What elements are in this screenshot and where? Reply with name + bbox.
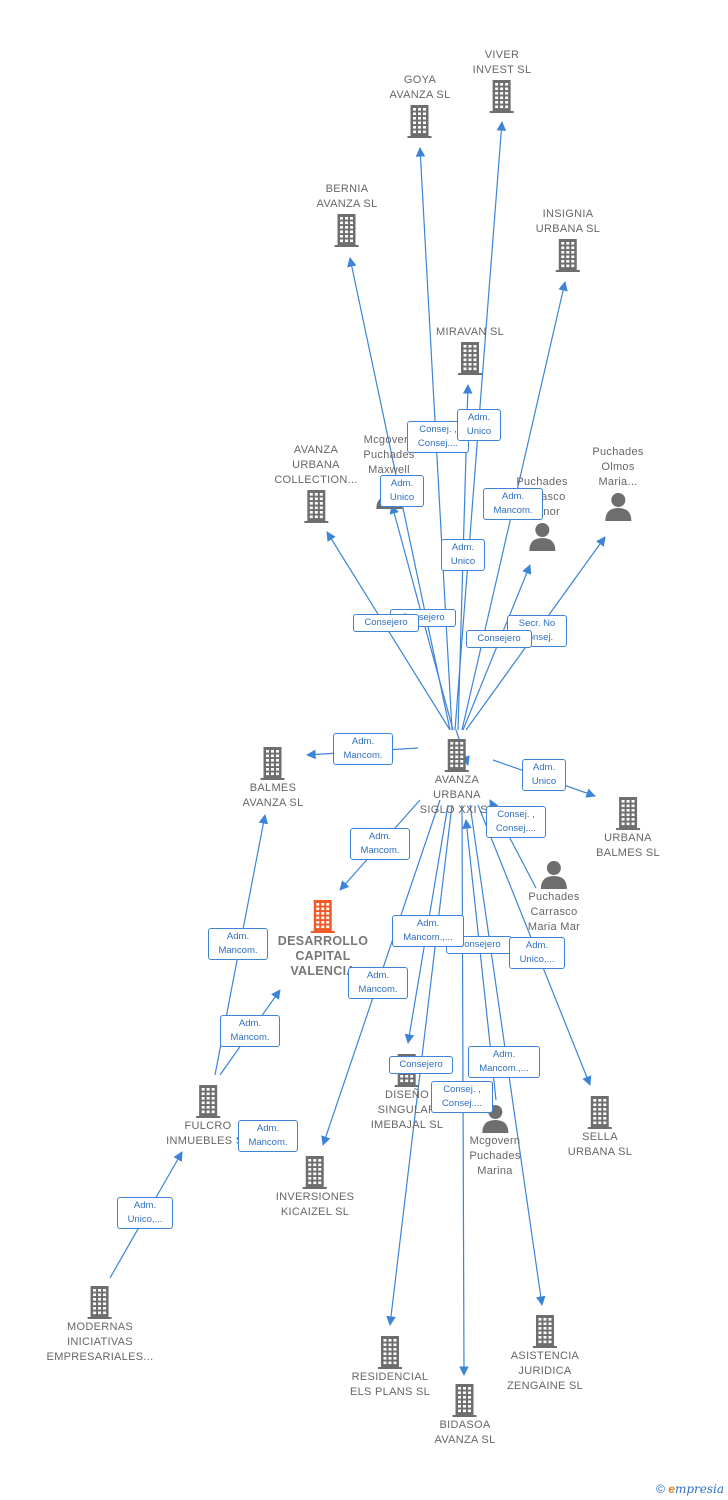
relation-label[interactable]: Adm. Unico,...: [509, 937, 565, 969]
relation-label[interactable]: Adm. Mancom.: [208, 928, 268, 960]
node-label: MIRAVAN SL: [436, 326, 504, 338]
building-icon: [311, 900, 335, 933]
person-icon: [541, 861, 567, 889]
node-label: BERNIA AVANZA SL: [316, 183, 378, 210]
relation-label[interactable]: Adm. Unico: [522, 759, 566, 791]
building-icon: [304, 490, 328, 523]
building-icon: [196, 1085, 220, 1118]
node-insignia-urbana[interactable]: INSIGNIA URBANA SL: [536, 207, 600, 273]
building-icon: [587, 1096, 612, 1129]
node-label: INVERSIONES KICAIZEL SL: [275, 1191, 355, 1218]
node-label: Mcgovern Puchades Maxwell: [363, 434, 415, 476]
node-label: RESIDENCIAL ELS PLANS SL: [349, 1371, 431, 1398]
node-inversiones-kicaizel[interactable]: INVERSIONES KICAIZEL SL: [276, 1154, 355, 1220]
empresia-watermark: © empresia: [656, 1482, 724, 1496]
relation-label[interactable]: Adm. Mancom.,...: [468, 1046, 540, 1078]
relation-label[interactable]: Consej. , Consej....: [486, 806, 546, 838]
relation-label[interactable]: Adm. Unico: [441, 539, 485, 571]
node-label: BALMES AVANZA SL: [242, 782, 304, 809]
node-fulcro-inmuebles[interactable]: FULCRO INMUEBLES SL: [166, 1083, 250, 1149]
building-icon: [555, 239, 580, 272]
relation-label[interactable]: Adm. Mancom.: [350, 828, 410, 860]
building-icon: [616, 797, 640, 830]
node-viver-invest[interactable]: VIVER INVEST SL: [473, 48, 532, 114]
building-icon: [87, 1286, 112, 1319]
node-bernia-avanza[interactable]: BERNIA AVANZA SL: [317, 182, 378, 248]
relation-label[interactable]: Adm. Mancom.: [483, 488, 543, 520]
relation-label[interactable]: Adm. Mancom.: [348, 967, 408, 999]
relation-label[interactable]: Adm. Mancom.: [238, 1120, 298, 1152]
person-icon: [528, 523, 555, 551]
node-label: FULCRO INMUEBLES SL: [166, 1120, 249, 1147]
building-icon: [452, 1384, 477, 1417]
building-icon: [532, 1315, 557, 1348]
node-label: ASISTENCIA JURIDICA ZENGAINE SL: [506, 1350, 584, 1392]
brand-e: e: [668, 1482, 675, 1496]
node-puchades-carrasco-maria-mar[interactable]: Puchades Carrasco Maria Mar: [528, 858, 580, 935]
relation-label[interactable]: Adm. Mancom.: [333, 733, 393, 765]
node-avanza-urbana-collection[interactable]: AVANZA URBANA COLLECTION...: [274, 443, 357, 524]
node-label: Puchades Carrasco Maria Mar: [527, 891, 581, 933]
node-label: GOYA AVANZA SL: [389, 74, 451, 101]
node-residencial-els-plans[interactable]: RESIDENCIAL ELS PLANS SL: [350, 1334, 430, 1400]
node-mcgovern-puchades-marina[interactable]: Mcgovern Puchades Marina: [469, 1102, 520, 1179]
person-icon: [604, 493, 631, 521]
brand-name: mpresia: [674, 1482, 724, 1496]
relation-label[interactable]: Adm. Unico,...: [117, 1197, 173, 1229]
node-label: BIDASOA AVANZA SL: [434, 1419, 496, 1446]
node-bidasoa-avanza[interactable]: BIDASOA AVANZA SL: [435, 1382, 496, 1448]
relation-label[interactable]: Adm. Mancom.: [220, 1015, 280, 1047]
building-icon: [260, 747, 285, 780]
relation-label[interactable]: Consejero: [353, 614, 419, 632]
node-label: AVANZA URBANA COLLECTION...: [274, 444, 358, 486]
building-icon: [490, 80, 514, 113]
relation-label[interactable]: Consejero: [389, 1056, 453, 1074]
node-sella-urbana[interactable]: SELLA URBANA SL: [568, 1094, 632, 1160]
node-miravan[interactable]: MIRAVAN SL: [436, 325, 504, 376]
relation-label[interactable]: Adm. Mancom.,...: [392, 915, 464, 947]
relation-label[interactable]: Adm. Unico: [380, 475, 424, 507]
node-label: INSIGNIA URBANA SL: [535, 208, 601, 235]
node-label: MODERNAS INICIATIVAS EMPRESARIALES...: [46, 1321, 154, 1363]
building-icon: [303, 1156, 327, 1189]
node-urbana-balmes[interactable]: URBANA BALMES SL: [596, 795, 660, 861]
node-label: Mcgovern Puchades Marina: [469, 1135, 521, 1177]
copyright-symbol: ©: [656, 1482, 665, 1496]
building-icon: [445, 739, 469, 772]
relation-label[interactable]: Consejero: [466, 630, 532, 648]
relation-label[interactable]: Adm. Unico: [457, 409, 501, 441]
node-modernas-iniciativas[interactable]: MODERNAS INICIATIVAS EMPRESARIALES...: [47, 1284, 154, 1365]
node-label: URBANA BALMES SL: [596, 832, 660, 859]
node-desarrollo-capital-valencia[interactable]: DESARROLLO CAPITAL VALENCIA: [278, 898, 369, 979]
building-icon: [458, 342, 482, 375]
node-avanza-urbana-siglo-xxi[interactable]: AVANZA URBANA SIGLO XXI SL: [420, 737, 495, 818]
node-label: AVANZA URBANA SIGLO XXI SL: [419, 774, 494, 816]
node-label: VIVER INVEST SL: [472, 49, 532, 76]
node-puchades-olmos-maria[interactable]: Puchades Olmos Maria...: [592, 445, 643, 522]
building-icon: [378, 1336, 402, 1369]
node-label: DESARROLLO CAPITAL VALENCIA: [277, 934, 369, 978]
building-icon: [334, 214, 359, 247]
node-label: SELLA URBANA SL: [567, 1131, 633, 1158]
building-icon: [407, 105, 432, 138]
node-goya-avanza[interactable]: GOYA AVANZA SL: [390, 73, 451, 139]
node-balmes-avanza[interactable]: BALMES AVANZA SL: [243, 745, 304, 811]
node-label: DISEÑO SINGULAR IMEBAJAL SL: [370, 1089, 444, 1131]
node-asistencia-juridica-zengaine[interactable]: ASISTENCIA JURIDICA ZENGAINE SL: [507, 1313, 583, 1394]
node-label: Puchades Olmos Maria...: [592, 446, 644, 488]
relation-label[interactable]: Consej. , Consej....: [431, 1081, 493, 1113]
